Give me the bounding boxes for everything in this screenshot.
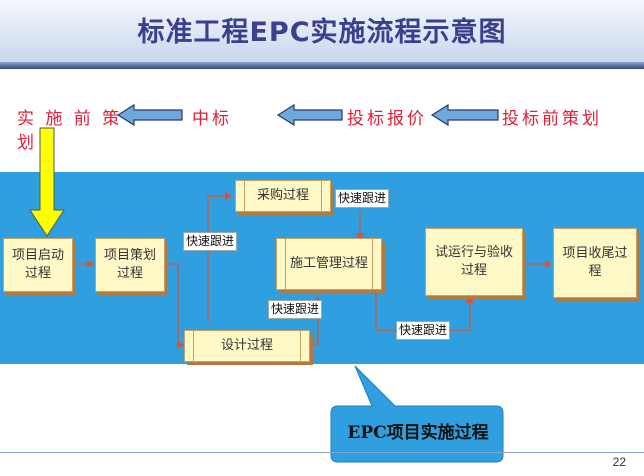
fast-track-tag: 快速跟进 — [396, 321, 451, 340]
down-arrow-icon — [29, 127, 65, 237]
process-design: 设计过程 — [184, 330, 310, 362]
process-design-label: 设计过程 — [220, 338, 273, 353]
process-closeout-line2: 程 — [588, 264, 602, 279]
fast-track-tag: 快速跟进 — [335, 189, 390, 208]
process-trial-run: 试运行与验收 过程 — [425, 228, 523, 296]
left-arrow-icon — [430, 103, 499, 127]
phase-pre-planning: 实 施 前 策 — [17, 109, 123, 129]
process-trial-run-line2: 过程 — [460, 263, 487, 278]
callout-label: EPC项目实施过程 — [347, 423, 489, 443]
phase-pre-planning-cont: 划 — [17, 133, 37, 153]
process-closeout: 项目收尾过 程 — [553, 228, 637, 298]
page-title: 标准工程EPC实施流程示意图 — [137, 17, 507, 48]
process-project-planning-line1: 项目策划 — [103, 248, 156, 263]
process-construction-mgmt: 施工管理过程 — [276, 238, 382, 290]
process-construction-mgmt-label: 施工管理过程 — [289, 256, 368, 271]
process-procurement: 采购过程 — [235, 180, 331, 212]
left-arrow-icon — [116, 103, 183, 127]
phase-award: 中标 — [192, 109, 232, 129]
callout-shape — [330, 365, 504, 463]
process-project-start-line1: 项目启动 — [11, 248, 64, 263]
process-trial-run-line1: 试运行与验收 — [434, 245, 513, 260]
fast-track-tag: 快速跟进 — [268, 300, 323, 319]
title-bar — [0, 0, 644, 62]
process-closeout-line1: 项目收尾过 — [562, 246, 628, 261]
process-project-start-line2: 过程 — [24, 266, 51, 281]
process-project-start: 项目启动 过程 — [3, 238, 73, 292]
page-number: 22 — [612, 455, 626, 469]
phase-pre-bid-planning: 投标前策划 — [502, 109, 602, 129]
process-project-planning-line2: 过程 — [116, 266, 143, 281]
process-procurement-label: 采购过程 — [256, 188, 309, 203]
phase-bid-quote: 投标报价 — [347, 109, 427, 129]
process-project-planning: 项目策划 过程 — [95, 238, 165, 292]
fast-track-tag: 快速跟进 — [183, 232, 238, 251]
title-rule — [0, 62, 644, 69]
footer-rule — [0, 452, 644, 453]
left-arrow-icon — [276, 103, 343, 127]
